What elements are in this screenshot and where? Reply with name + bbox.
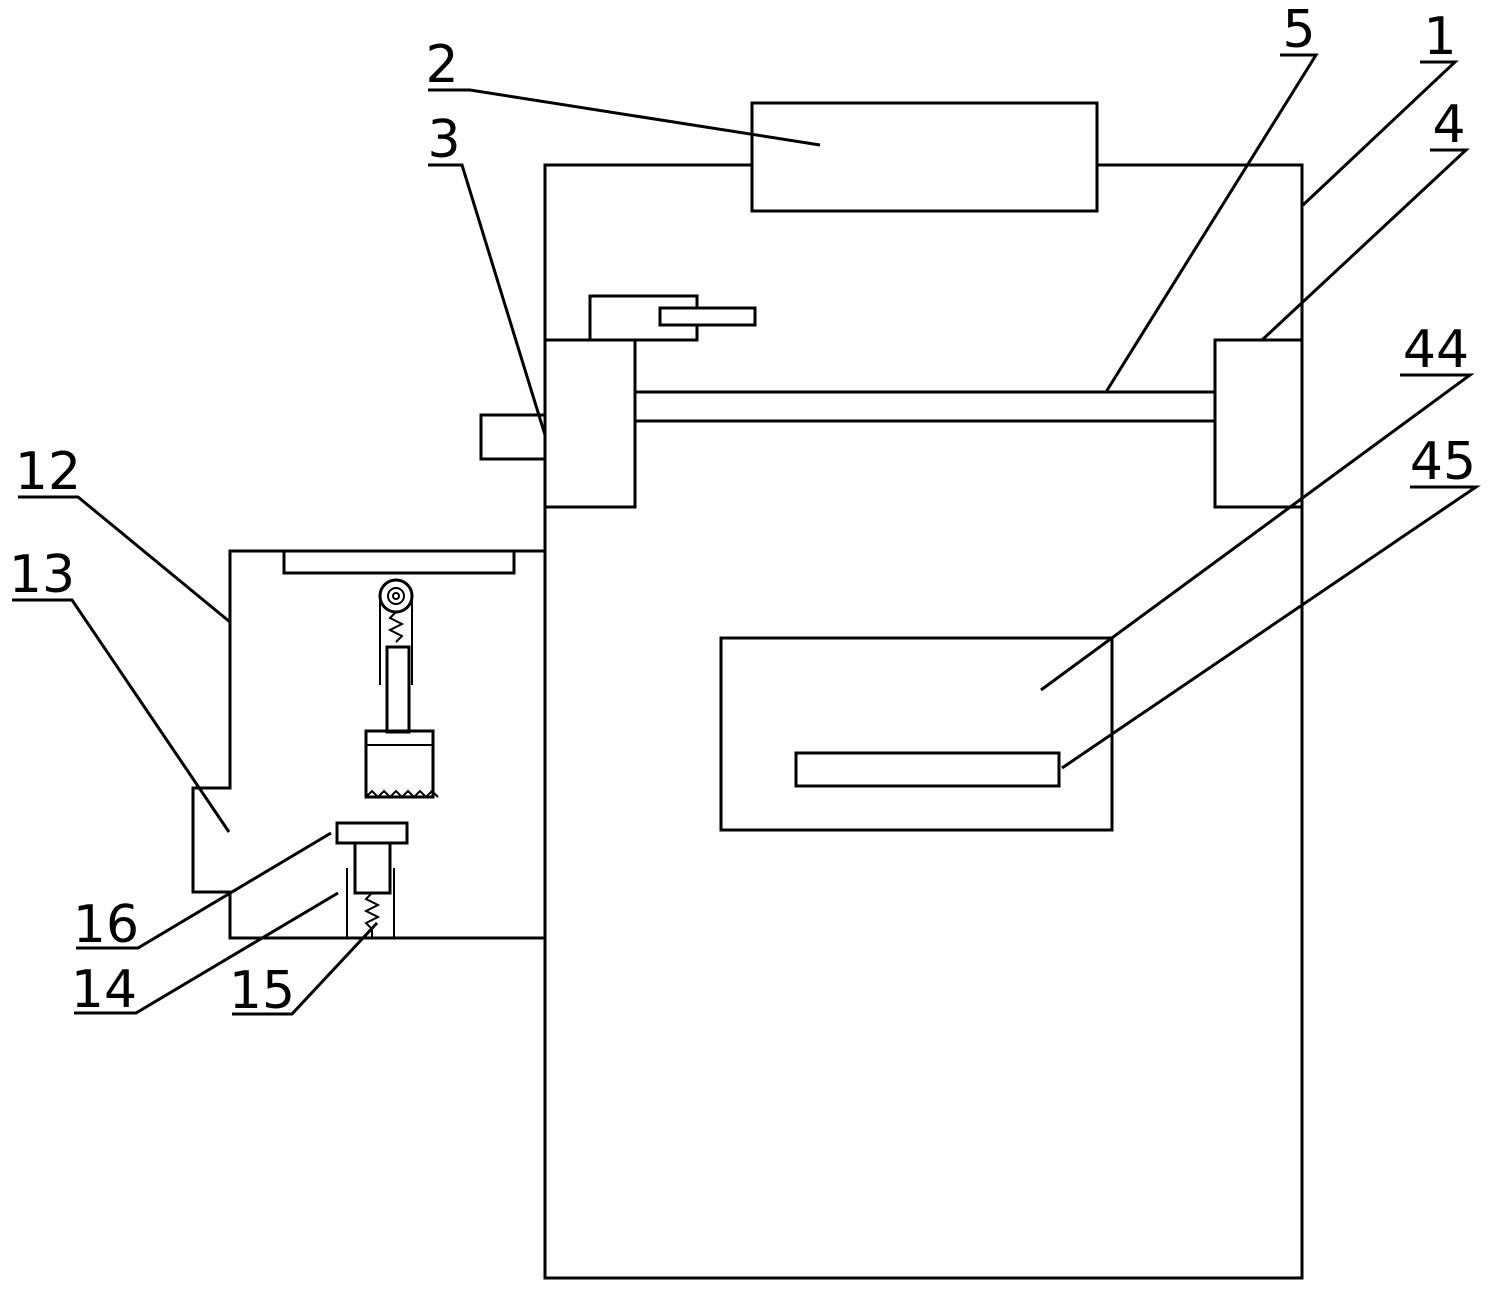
platform-post [353, 841, 392, 895]
label-3: 3 [427, 110, 460, 170]
label-16: 16 [73, 895, 139, 955]
top-unit [750, 101, 1099, 213]
label-45: 45 [1410, 432, 1476, 492]
leader-lines [12, 53, 1481, 1016]
label-14: 14 [71, 960, 137, 1020]
panel-slot [794, 751, 1061, 788]
label-12: 12 [15, 442, 81, 502]
front-panel [719, 636, 1114, 832]
label-44: 44 [1403, 320, 1469, 380]
label-2: 2 [425, 35, 458, 95]
label-4: 4 [1432, 95, 1465, 155]
label-15: 15 [229, 961, 295, 1021]
top-rail [282, 549, 516, 575]
pulley-assembly [364, 578, 439, 799]
platform [335, 821, 409, 845]
left-slider-block [543, 338, 637, 509]
label-5: 5 [1282, 0, 1315, 60]
motor-shaft [658, 306, 757, 327]
side-handle [479, 413, 545, 461]
label-13: 13 [9, 545, 75, 605]
label-1: 1 [1423, 7, 1456, 67]
right-bracket [1213, 338, 1304, 509]
side-box-outline [191, 549, 545, 940]
